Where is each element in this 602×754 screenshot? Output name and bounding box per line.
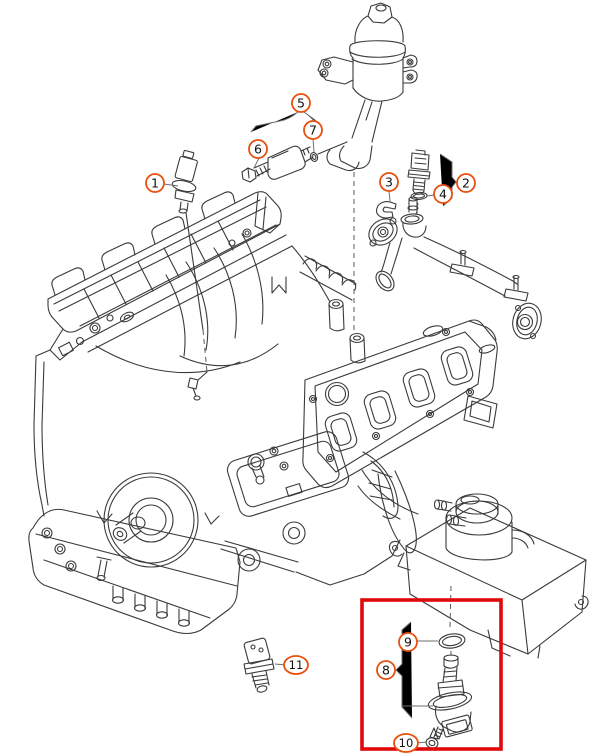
callout-2[interactable]: 2	[456, 173, 476, 193]
coolant-pipe-assembly	[368, 149, 542, 340]
tank-filler-canister	[433, 493, 535, 561]
pipe-tube	[375, 236, 542, 340]
callout-ring	[456, 173, 476, 193]
callout-number: 5	[297, 96, 305, 111]
temp-sensor-11	[243, 637, 275, 693]
callout-number: 3	[385, 175, 393, 190]
callout-7[interactable]: 7	[303, 120, 323, 140]
leader-1	[163, 183, 179, 187]
callout-number: 11	[289, 658, 304, 672]
temp-sensor-1	[171, 149, 208, 401]
leader-7	[312, 138, 315, 153]
callout-ring	[379, 172, 399, 192]
callout-3[interactable]: 3	[379, 172, 399, 192]
right-valve-cover	[302, 319, 498, 489]
callout-ring	[433, 184, 453, 204]
callout-5[interactable]: 5	[291, 93, 311, 113]
dashed-assembly-lines	[202, 172, 452, 656]
callout-number: 2	[462, 176, 470, 191]
engine-block-drawing	[28, 191, 498, 635]
callout-ring	[393, 733, 419, 753]
pipe-flange-left	[368, 217, 398, 247]
callout-number: 9	[404, 635, 412, 650]
callouts-layer: 1 2 3 4 5 6 7 89 10 11	[145, 93, 476, 753]
callout-ring	[376, 660, 396, 680]
callout-6[interactable]: 6	[248, 139, 268, 159]
callout-11[interactable]: 11	[283, 655, 309, 675]
intake-valley	[95, 233, 366, 374]
coolant-sensor-2	[407, 149, 431, 195]
callout-ring	[291, 93, 311, 113]
leader-6	[253, 157, 260, 169]
callout-1[interactable]: 1	[145, 173, 165, 193]
pipe-junction	[400, 196, 427, 238]
bolt-10	[425, 726, 445, 749]
leader-3	[388, 190, 391, 202]
sensor-8-body	[427, 654, 473, 740]
bracket-5	[250, 111, 299, 133]
dash-sensor-2	[415, 202, 419, 216]
lower-block-details	[220, 431, 419, 586]
callout-4[interactable]: 4	[433, 184, 453, 204]
highlight-box	[360, 598, 503, 751]
oil-filter-housing	[317, 2, 418, 172]
o-ring-4	[410, 191, 428, 201]
camshaft-sensor-assembly	[241, 141, 348, 183]
callout-9[interactable]: 9	[398, 632, 418, 652]
o-ring-9	[438, 633, 466, 649]
expansion-tank	[388, 493, 589, 659]
callout-number: 6	[254, 142, 262, 157]
callout-10[interactable]: 10	[393, 733, 419, 753]
o-ring-7	[309, 152, 319, 162]
cylinder-head-band	[33, 228, 293, 517]
callout-ring	[145, 173, 165, 193]
callout-number: 1	[151, 176, 159, 191]
callout-ring	[398, 632, 418, 652]
callout-8[interactable]: 8	[376, 660, 396, 680]
dash-sensor-1	[202, 329, 208, 373]
callout-ring	[283, 655, 309, 675]
crank-pulley	[96, 472, 220, 568]
callout-number: 7	[309, 123, 317, 138]
oil-pan	[28, 508, 241, 635]
callout-number: 8	[382, 663, 390, 678]
leader-4	[426, 194, 435, 197]
callout-ring	[248, 139, 268, 159]
left-valve-cover	[47, 191, 282, 333]
dash-tank-sensor	[449, 585, 452, 629]
retaining-clip-3	[376, 201, 397, 219]
callout-number: 4	[439, 187, 447, 202]
level-sensor-assembly	[425, 633, 473, 749]
callout-number: 10	[399, 736, 414, 750]
callout-ring	[303, 120, 323, 140]
